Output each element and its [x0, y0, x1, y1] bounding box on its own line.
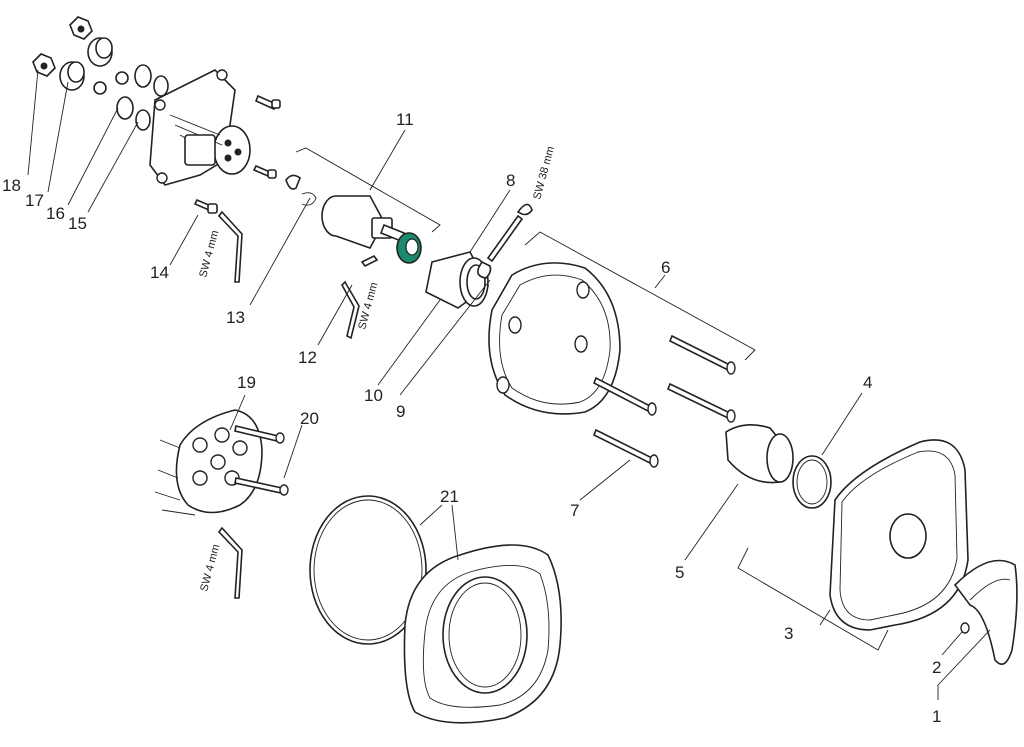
label-11: 11 [396, 110, 414, 129]
label-13: 13 [226, 308, 245, 327]
label-19: 19 [237, 373, 256, 392]
cartridge-nut-highlighted [396, 232, 422, 264]
label-5: 5 [675, 563, 684, 582]
hex-key-c [217, 526, 243, 599]
callout-labels: 18 17 16 15 14 13 12 11 10 9 8 6 7 5 4 3… [2, 110, 941, 726]
part-13-clip [285, 174, 317, 206]
valve-body-assembly [149, 69, 251, 186]
wrench-label: SW 38 mm [531, 145, 557, 201]
label-6: 6 [661, 258, 670, 277]
label-21: 21 [440, 487, 459, 506]
label-15: 15 [68, 214, 87, 233]
hex-key-b [341, 280, 360, 340]
label-17: 17 [25, 191, 44, 210]
label-7: 7 [570, 501, 579, 520]
label-12: 12 [298, 348, 317, 367]
label-20: 20 [300, 409, 319, 428]
part-11-cartridge [321, 195, 406, 249]
hex-key-a-label: SW 4 mm [197, 229, 221, 279]
part-4-o-ring [792, 455, 832, 509]
part-17-nipple [59, 37, 113, 91]
label-8: 8 [506, 171, 515, 190]
label-3: 3 [784, 624, 793, 643]
label-2: 2 [932, 658, 941, 677]
part-5-sleeve [725, 424, 794, 484]
label-10: 10 [364, 386, 383, 405]
label-4: 4 [863, 373, 872, 392]
label-18: 18 [2, 176, 21, 195]
part-8-wrench [477, 203, 533, 279]
part-18-fitting [32, 16, 93, 77]
hex-key-c-label: SW 4 mm [198, 543, 222, 593]
part-12-screw [360, 254, 379, 268]
label-16: 16 [46, 204, 65, 223]
label-14: 14 [150, 263, 169, 282]
part-6-mounting-plate [488, 262, 621, 415]
part-21-frame [403, 544, 562, 724]
part-2-grub-screw [960, 622, 970, 634]
label-9: 9 [396, 402, 405, 421]
part-10-sleeve [425, 251, 490, 309]
part-1-lever-handle [953, 559, 1018, 666]
part-20-screws [234, 425, 289, 496]
part-15-o-rings [116, 64, 169, 131]
label-1: 1 [932, 707, 941, 726]
part-7-long-screws [592, 334, 736, 468]
leader-lines [27, 69, 991, 700]
part-19-stop-unit [154, 409, 263, 516]
part-21-o-ring-large [309, 495, 427, 645]
part-3-escutcheon-plate [829, 439, 969, 631]
small-screw [252, 94, 281, 179]
hex-key-b-label: SW 4 mm [356, 281, 380, 331]
part-16-washer [93, 71, 129, 95]
part-14-hex-screw [193, 198, 218, 214]
hex-key-a [217, 210, 243, 283]
